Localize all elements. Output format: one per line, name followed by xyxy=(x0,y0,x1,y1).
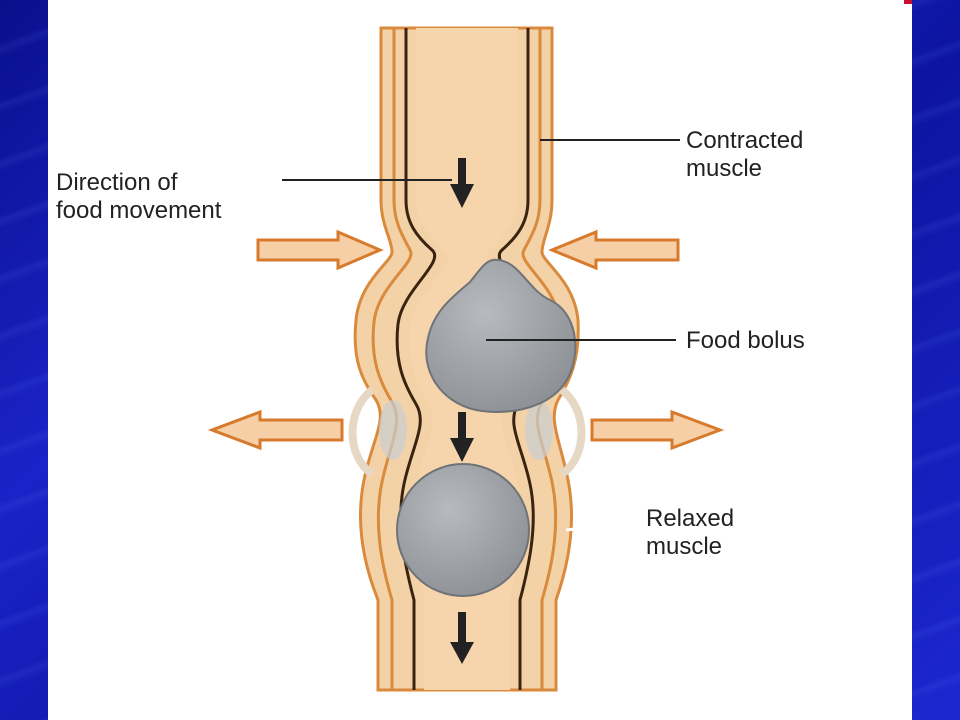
label-food-bolus: Food bolus xyxy=(686,327,805,354)
label-contracted-line1: Contracted xyxy=(686,127,803,154)
corner-mark xyxy=(904,0,912,4)
relaxed-shadow-right xyxy=(525,400,553,460)
label-relaxed-line1: Relaxed xyxy=(646,505,734,532)
muscle-layer-left xyxy=(371,28,413,690)
contraction-arrow-left xyxy=(256,229,384,271)
contraction-arrow-right xyxy=(548,229,680,271)
relaxed-ring-right xyxy=(559,386,586,478)
relaxation-arrow-left xyxy=(207,409,344,451)
label-direction-line1: Direction of xyxy=(56,169,178,196)
food-bolus-lower xyxy=(396,463,530,597)
direction-arrow-bottom xyxy=(450,612,474,664)
relaxation-arrow-right xyxy=(590,409,725,451)
label-direction-line2: food movement xyxy=(56,197,222,224)
label-relaxed-line2: muscle xyxy=(646,533,722,560)
leader-relaxed xyxy=(565,526,585,532)
label-contracted-line2: muscle xyxy=(686,155,762,182)
relaxed-shadow-left xyxy=(379,400,407,460)
direction-arrow-top xyxy=(450,158,474,208)
direction-arrow-middle xyxy=(450,412,474,462)
relaxed-ring-left xyxy=(348,386,375,478)
food-bolus-upper xyxy=(425,258,577,413)
